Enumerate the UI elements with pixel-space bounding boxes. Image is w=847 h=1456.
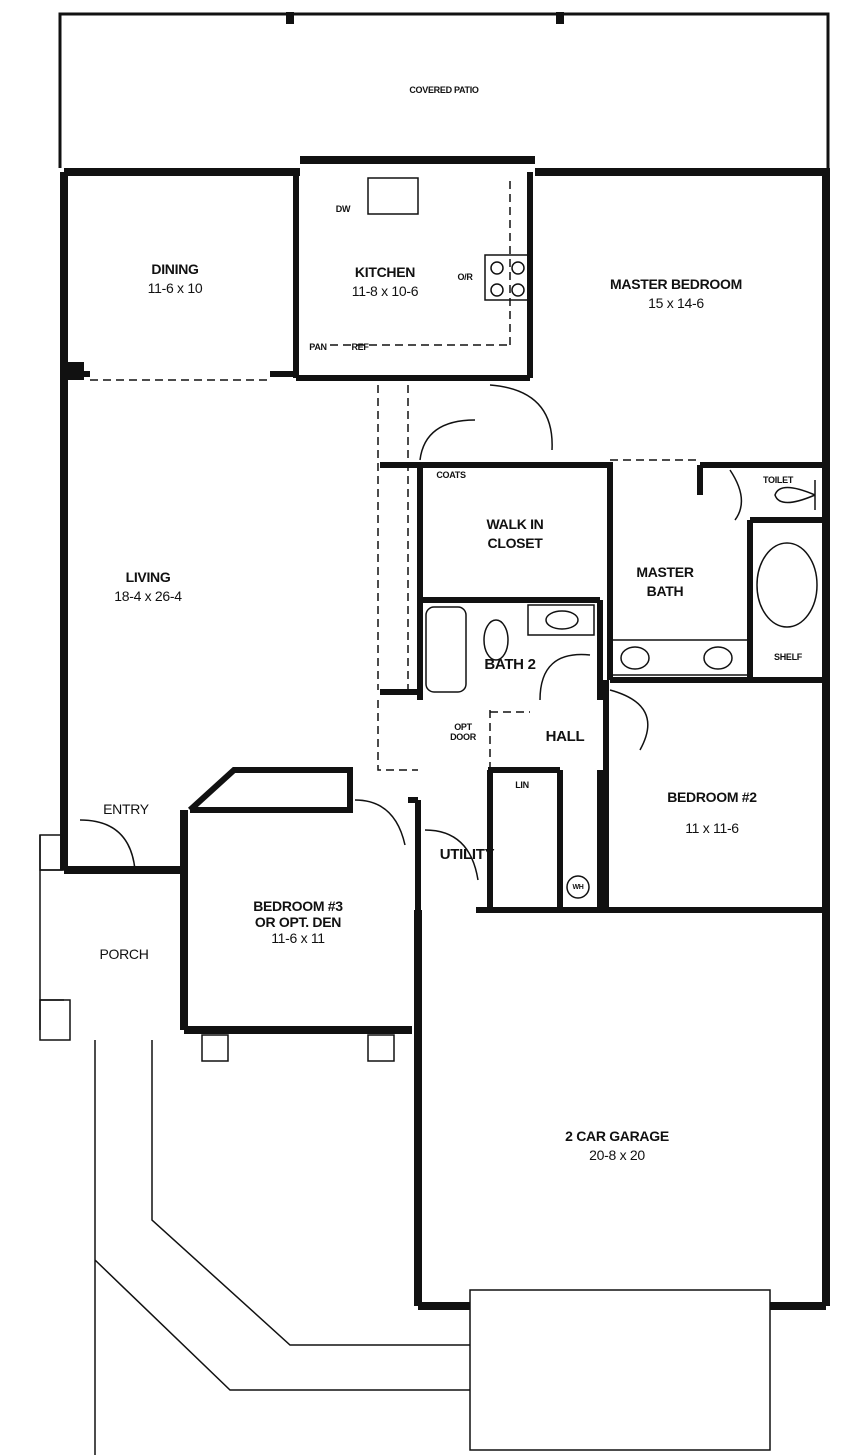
room-label-hall: HALL	[545, 728, 585, 745]
bedroom2-name: BEDROOM #2	[667, 789, 757, 805]
room-label-master-bedroom: MASTER BEDROOM 15 x 14-6	[610, 275, 742, 313]
room-label-porch: PORCH	[99, 946, 149, 962]
room-label-garage: 2 CAR GARAGE 20-8 x 20	[565, 1127, 669, 1165]
kitchen-name: KITCHEN	[354, 264, 416, 280]
shelf-label: SHELF	[773, 652, 803, 662]
pantry-label: PAN	[309, 342, 327, 352]
bedroom3-name2: OR OPT. DEN	[254, 914, 342, 930]
toilet-label: TOILET	[762, 475, 794, 485]
opt-door-line2: DOOR	[450, 732, 476, 742]
garage-size: 20-8 x 20	[589, 1147, 645, 1163]
room-label-master-bath: MASTER BATH	[636, 563, 694, 601]
room-label-bedroom-2: BEDROOM #2 11 x 11-6	[667, 788, 757, 838]
bedroom3-name: BEDROOM #3	[253, 898, 343, 914]
room-label-covered-patio: COVERED PATIO	[409, 85, 479, 95]
room-label-bath-2: BATH 2	[484, 656, 536, 673]
master-bedroom-size: 15 x 14-6	[648, 295, 704, 311]
exterior-walls	[60, 156, 830, 1310]
water-heater-label: WH	[572, 884, 584, 891]
refrigerator-label: REF	[351, 342, 369, 352]
patio-outline	[58, 12, 830, 168]
room-label-kitchen: KITCHEN 11-8 x 10-6	[351, 263, 419, 301]
fixtures	[39, 177, 818, 1062]
dining-name: DINING	[151, 261, 199, 277]
linen-closet-label: LIN	[515, 780, 529, 790]
coats-closet-label: COATS	[436, 470, 466, 480]
dining-size: 11-6 x 10	[147, 280, 203, 296]
room-label-living: LIVING 18-4 x 26-4	[114, 568, 182, 606]
oven-range-label: O/R	[457, 272, 473, 282]
master-bath-name2: BATH	[646, 583, 684, 599]
room-label-walk-in-closet: WALK IN CLOSET	[486, 515, 543, 553]
opt-door-line1: OPT	[454, 722, 472, 732]
room-label-utility: UTILITY	[439, 846, 495, 863]
garage-name: 2 CAR GARAGE	[565, 1128, 669, 1144]
master-bedroom-name: MASTER BEDROOM	[610, 276, 742, 292]
bedroom3-size: 11-6 x 11	[271, 930, 325, 946]
wall-posts	[60, 12, 564, 380]
closet-name: WALK IN	[486, 516, 544, 532]
master-bath-name: MASTER	[636, 564, 694, 580]
dishwasher-label: DW	[335, 204, 351, 214]
closet-name2: CLOSET	[487, 535, 543, 551]
living-name: LIVING	[125, 569, 171, 585]
kitchen-size: 11-8 x 10-6	[351, 283, 419, 299]
room-label-entry: ENTRY	[103, 801, 149, 817]
room-label-dining: DINING 11-6 x 10	[148, 260, 203, 298]
living-size: 18-4 x 26-4	[114, 588, 182, 604]
bedroom2-size: 11 x 11-6	[685, 820, 739, 836]
